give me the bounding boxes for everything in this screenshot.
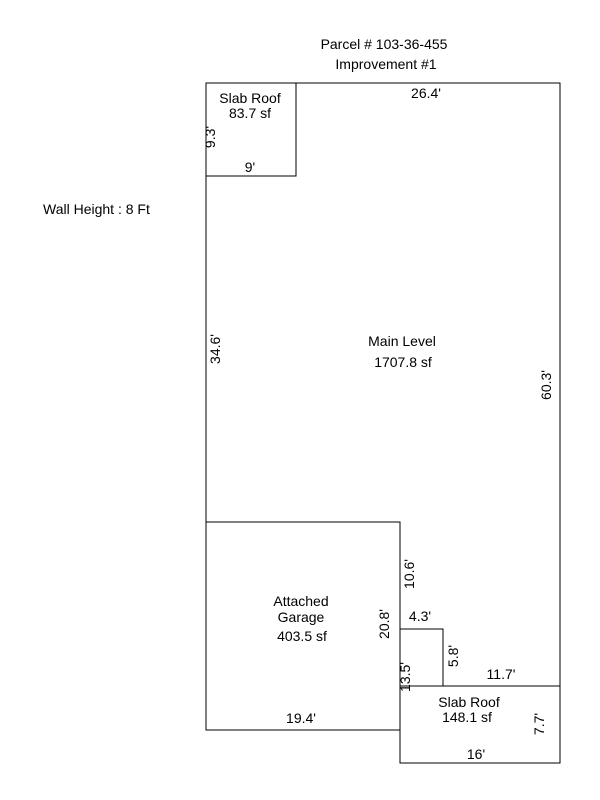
main-building-outline [205, 82, 561, 687]
improvement-number: Improvement #1 [335, 56, 436, 72]
dim-slab-top-width: 9' [245, 159, 255, 175]
dim-slab-top-height: 9.3' [202, 126, 218, 148]
dim-garage-lower-right: 13.5' [397, 662, 413, 692]
parcel-number: Parcel # 103-36-455 [321, 36, 448, 52]
slab-roof-bottom-label: Slab Roof [438, 694, 500, 710]
dim-left-height: 34.6' [207, 334, 223, 364]
dim-garage-width: 19.4' [286, 710, 316, 726]
dim-slab-bottom-height: 7.7' [531, 713, 547, 735]
main-level-area: 1707.8 sf [374, 354, 432, 370]
slab-roof-top-label: Slab Roof [219, 90, 281, 106]
garage-label-line1: Attached [273, 593, 328, 609]
dim-top-width: 26.4' [411, 85, 441, 101]
main-level-label: Main Level [368, 333, 436, 349]
slab-roof-top-area: 83.7 sf [229, 105, 271, 121]
dim-right-height: 60.3' [538, 370, 554, 400]
slab-roof-bottom-outline [399, 685, 561, 764]
dim-garage-upper-right: 10.6' [401, 559, 417, 589]
dim-step-height: 5.8' [445, 645, 461, 667]
dim-step-width: 4.3' [409, 608, 431, 624]
slab-roof-bottom-area: 148.1 sf [442, 709, 492, 725]
garage-label-line2: Garage [278, 609, 325, 625]
garage-area: 403.5 sf [277, 628, 327, 644]
slab-roof-top-outline [205, 82, 297, 177]
dim-garage-height: 20.8' [376, 609, 392, 639]
wall-height-note: Wall Height : 8 Ft [43, 201, 150, 217]
attached-garage-outline [205, 521, 401, 731]
dim-slab-bottom-width: 16' [467, 746, 485, 762]
dim-lower-right-width: 11.7' [487, 666, 516, 682]
